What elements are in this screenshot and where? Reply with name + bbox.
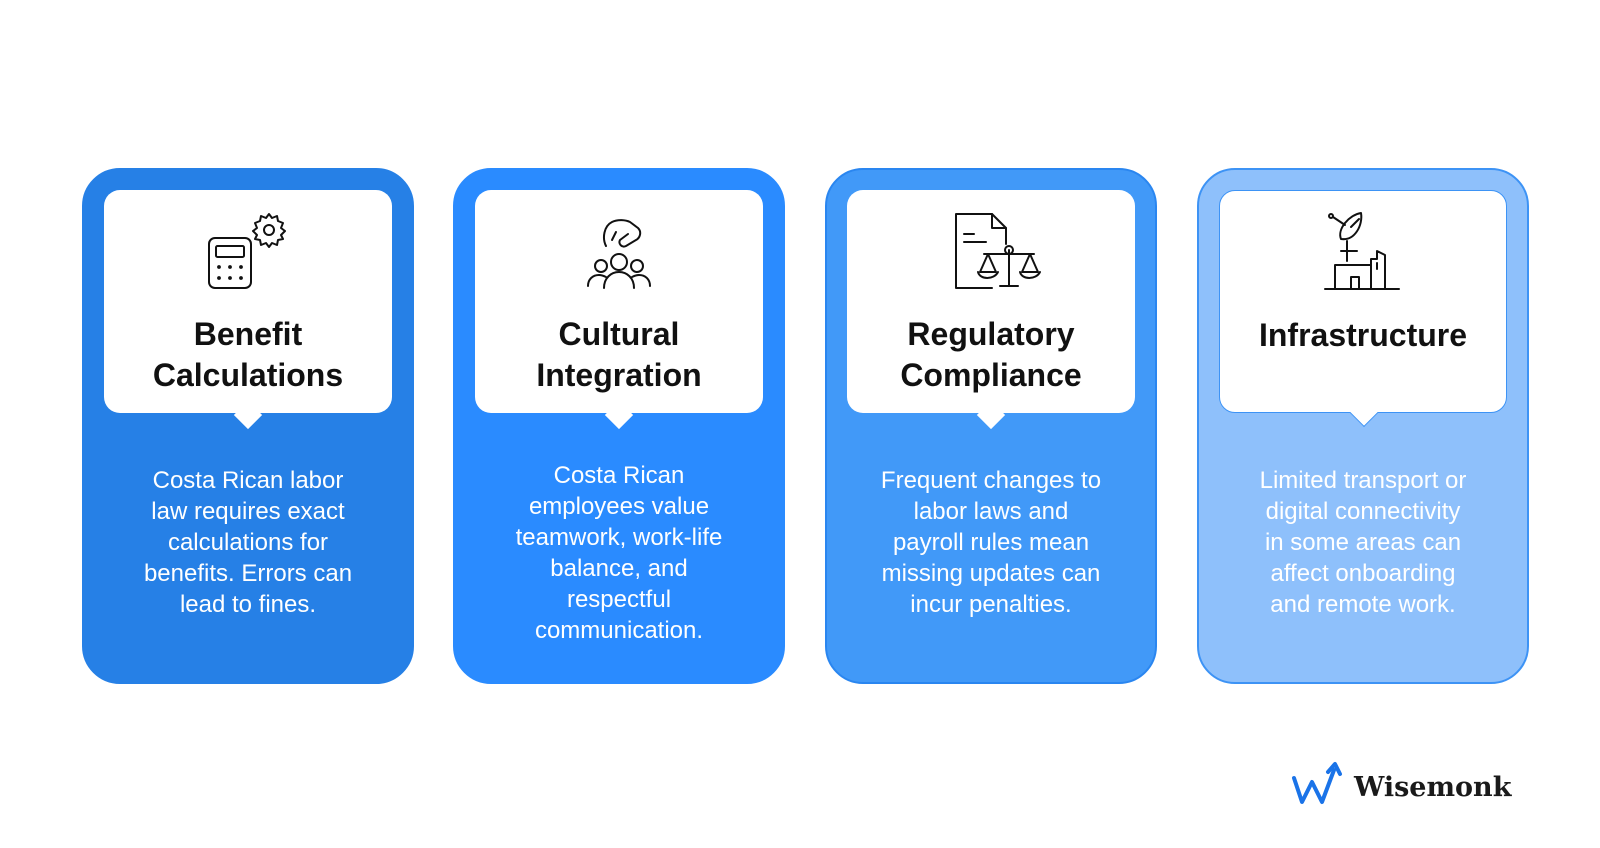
satellite-dish-building-icon [1321, 211, 1407, 293]
card-infrastructure: Infrastructure Limited transport or digi… [1197, 168, 1529, 684]
card-cultural-integration: Cultural Integration Costa Rican employe… [453, 168, 785, 684]
card-title: Cultural Integration [536, 316, 702, 393]
wisemonk-logo-icon [1290, 760, 1346, 815]
card-header-panel: Cultural Integration [475, 190, 763, 413]
card-header-panel: Infrastructure [1219, 190, 1507, 413]
card-benefit-calculations: Benefit Calculations Costa Rican labor l… [82, 168, 414, 684]
card-title: Regulatory Compliance [900, 316, 1082, 393]
team-handshake-icon [576, 210, 662, 292]
calculator-gear-icon [205, 210, 291, 292]
card-header-panel: Benefit Calculations [104, 190, 392, 413]
card-description: Costa Rican employees value teamwork, wo… [515, 462, 723, 644]
card-regulatory-compliance: Regulatory Compliance Frequent changes t… [825, 168, 1157, 684]
card-description: Limited transport or digital connectivit… [1259, 467, 1467, 618]
card-header-panel: Regulatory Compliance [847, 190, 1135, 413]
card-title: Infrastructure [1258, 317, 1468, 353]
card-description: Costa Rican labor law requires exact cal… [143, 467, 353, 618]
card-title: Benefit Calculations [152, 316, 344, 393]
card-description: Frequent changes to labor laws and payro… [880, 467, 1102, 618]
document-scales-icon [948, 210, 1041, 292]
wisemonk-logo: Wisemonk [1290, 760, 1512, 815]
brand-name: Wisemonk [1354, 771, 1512, 803]
